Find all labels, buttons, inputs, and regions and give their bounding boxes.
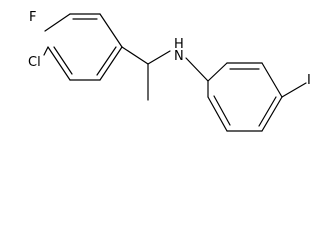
bond-a6 xyxy=(47,46,71,81)
chemical-structure: F Cl H N I xyxy=(28,10,311,132)
bond-b-inner3 xyxy=(213,95,231,126)
fluorine-label: F xyxy=(29,10,36,25)
bond-a1 xyxy=(44,13,71,32)
bond-b4 xyxy=(261,96,283,132)
ring-b xyxy=(207,62,283,132)
bond-a3 xyxy=(99,13,123,48)
amine-h-label: H xyxy=(174,37,184,52)
bond-c-i xyxy=(281,82,307,98)
bond-a-inner3 xyxy=(53,46,73,75)
bond-c-cl xyxy=(43,46,49,56)
bond-a4 xyxy=(99,46,123,81)
structure-canvas: F Cl H N I xyxy=(28,10,311,132)
bond-b1 xyxy=(207,62,228,82)
ring-a xyxy=(44,13,123,81)
bond-b-inner2 xyxy=(258,96,277,127)
chlorine-label: Cl xyxy=(28,55,41,70)
bond-a-inner2 xyxy=(96,46,117,76)
bond-b6 xyxy=(207,96,228,132)
amine-n-label: N xyxy=(174,49,184,64)
bond-n-ring xyxy=(185,57,209,82)
iodine-label: I xyxy=(307,73,311,88)
bond-ch-n xyxy=(147,50,171,65)
bond-ring-ch xyxy=(121,46,149,65)
bond-b3 xyxy=(261,62,283,98)
